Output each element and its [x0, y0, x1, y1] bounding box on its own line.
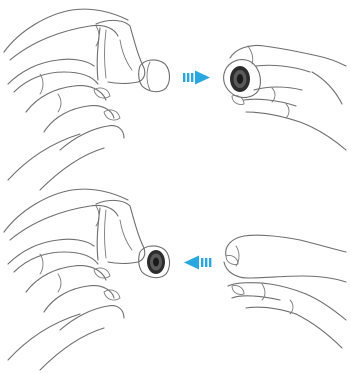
- removed-ear-tip: [224, 60, 261, 98]
- left-hand-holding-earphone: [4, 189, 128, 370]
- earphone-body: [96, 200, 145, 263]
- attach-direction-arrow: [184, 256, 211, 270]
- left-hand-holding-earphone: [4, 9, 128, 190]
- right-hand-holding-ear-tip: [224, 46, 346, 151]
- ear-tip-on-earphone: [139, 60, 170, 92]
- ear-tip-attached: [139, 246, 170, 278]
- earphone-body: [96, 20, 145, 83]
- step-2-attach: [4, 189, 346, 370]
- remove-direction-arrow: [183, 71, 210, 85]
- right-hand-empty: [224, 235, 346, 348]
- step-1-remove: [4, 9, 346, 190]
